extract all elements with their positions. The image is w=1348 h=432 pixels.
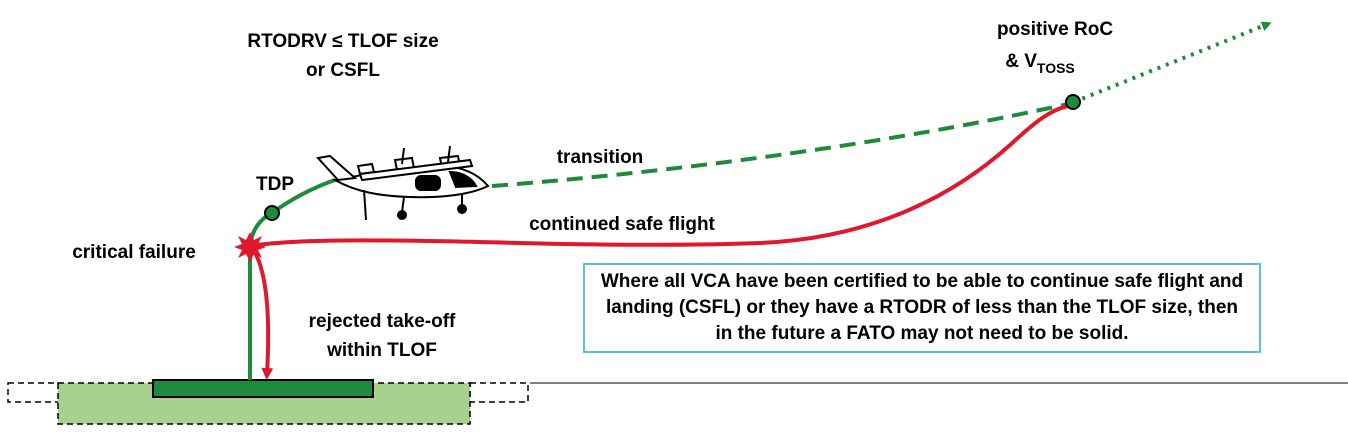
transition-label: transition bbox=[557, 147, 644, 168]
note-box: Where all VCA have been certified to be … bbox=[583, 263, 1261, 353]
rejected-takeoff-label-line1: rejected take-off bbox=[309, 311, 456, 332]
tlof-pad bbox=[152, 379, 374, 398]
tdp-point bbox=[264, 205, 280, 221]
vtoss-label: & VTOSS bbox=[1005, 51, 1075, 76]
positive-roc-label: positive RoC bbox=[997, 19, 1113, 40]
rejected-takeoff-label-line2: within TLOF bbox=[326, 340, 437, 361]
vtoss-prefix: & V bbox=[1005, 51, 1037, 72]
evtol-aircraft-icon bbox=[316, 145, 490, 221]
critical-failure-star-icon bbox=[234, 232, 266, 262]
continued-safe-flight-label: continued safe flight bbox=[529, 214, 715, 235]
fato-extension-right bbox=[469, 382, 529, 403]
note-text: Where all VCA have been certified to be … bbox=[600, 271, 1244, 344]
rejected-takeoff-path bbox=[250, 246, 274, 380]
critical-failure-label: critical failure bbox=[72, 242, 196, 263]
vtoss-subscript: TOSS bbox=[1037, 60, 1075, 76]
positive-roc-point bbox=[1065, 94, 1081, 110]
rtodrv-label-line2: or CSFL bbox=[306, 60, 380, 81]
fato-extension-left bbox=[7, 382, 61, 403]
tdp-label: TDP bbox=[256, 174, 294, 195]
transition-path bbox=[491, 101, 1074, 188]
continued-safe-flight-path bbox=[249, 104, 1069, 248]
rtodrv-label-line1: RTODRV ≤ TLOF size bbox=[247, 31, 438, 52]
